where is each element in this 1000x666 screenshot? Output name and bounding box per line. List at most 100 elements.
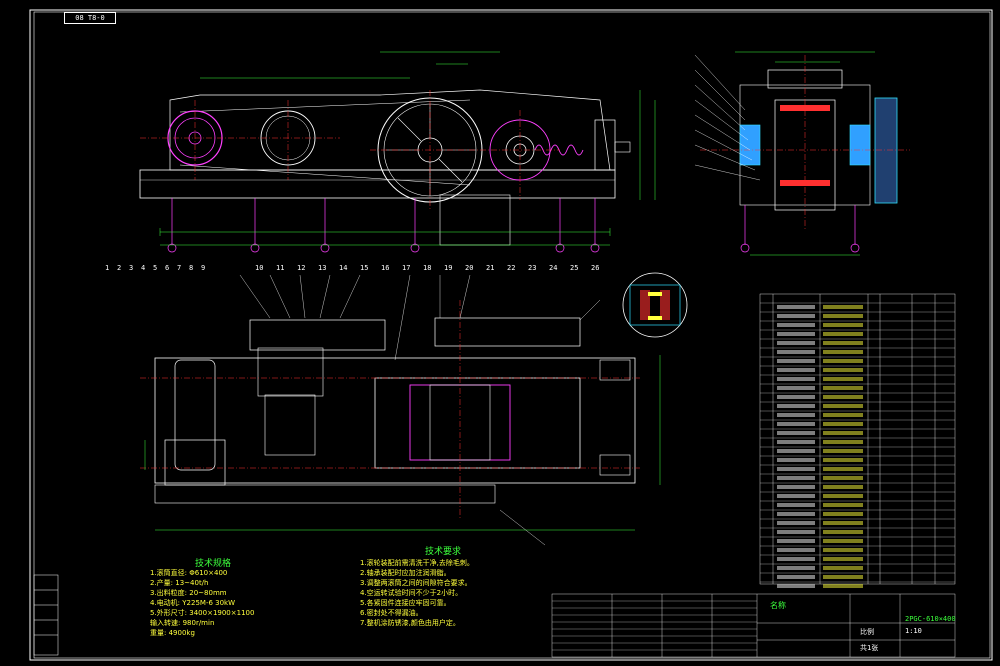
tech_spec_lines-line: 4.电动机: Y225M-6 30kW [150, 599, 236, 607]
parts-row-text [777, 404, 815, 408]
parts-row-name [823, 350, 863, 354]
parts-row-text [777, 341, 815, 345]
parts-row-text [777, 449, 815, 453]
part-number-label: 19 [444, 264, 453, 272]
parts-row-text [777, 314, 815, 318]
tech_spec_lines-line: 输入转速: 980r/min [150, 619, 215, 627]
plan-view [140, 274, 661, 546]
parts-row-text [777, 575, 815, 579]
parts-row-text [777, 485, 815, 489]
inner-border [33, 11, 991, 659]
part-number-label: 20 [465, 264, 474, 272]
side-elevation-view [694, 51, 910, 256]
parts-row-name [823, 332, 863, 336]
title-block-scale: 1:10 [905, 627, 922, 635]
part-number-label: 18 [423, 264, 432, 272]
title-block-rows [552, 600, 757, 651]
parts-row-name [823, 431, 863, 435]
parts-row-text [777, 566, 815, 570]
parts-row-name [823, 467, 863, 471]
parts-row-name [823, 521, 863, 525]
parts-row-name [823, 575, 863, 579]
tech_req_lines-line: 1.滚轮装配前需清洗干净,去除毛刺。 [360, 559, 474, 567]
part-number-label: 11 [276, 264, 285, 272]
front-elevation-view [139, 51, 656, 253]
parts-row-name [823, 539, 863, 543]
parts-row-text [777, 440, 815, 444]
parts-row-name [823, 377, 863, 381]
tech_req_lines-line: 4.空运转试验时间不少于2小时。 [360, 589, 463, 597]
part-number-label: 3 [129, 264, 134, 272]
detail-view-circle [622, 272, 688, 338]
parts-row-text [777, 305, 815, 309]
title-block-name: 名称 [770, 601, 786, 610]
title-block-drawing-no: 2PGC-610×400 [905, 615, 956, 623]
tech_spec_lines-line: 3.出料粒度: 20~80mm [150, 589, 227, 597]
parts-row-text [777, 539, 815, 543]
parts-row-text [777, 323, 815, 327]
parts-row-text [777, 476, 815, 480]
parts-row-name [823, 413, 863, 417]
parts-row-name [823, 368, 863, 372]
parts-row-name [823, 530, 863, 534]
parts-row-name [823, 314, 863, 318]
parts-row-text [777, 377, 815, 381]
outer-border [29, 9, 993, 661]
parts-row-name [823, 566, 863, 570]
tech-spec-title: 技术规格 [195, 559, 232, 569]
part-number-label: 16 [381, 264, 390, 272]
part-number-label: 13 [318, 264, 327, 272]
part-number-label: 24 [549, 264, 558, 272]
part-number-label: 8 [189, 264, 194, 272]
parts-row-name [823, 458, 863, 462]
part-number-label: 21 [486, 264, 495, 272]
part-number-label: 10 [255, 264, 264, 272]
tech_spec_lines-line: 重量: 4900kg [150, 629, 195, 637]
parts-row-text [777, 503, 815, 507]
parts-row-name [823, 395, 863, 399]
parts-row-name [823, 494, 863, 498]
parts-row-name [823, 557, 863, 561]
title-block [551, 593, 956, 658]
part-number-label: 17 [402, 264, 411, 272]
part-number-label: 26 [591, 264, 600, 272]
parts-row-name [823, 485, 863, 489]
parts-row-text [777, 557, 815, 561]
tech_spec_lines-line: 2.产量: 13~40t/h [150, 579, 209, 587]
tech_req_lines-line: 7.整机涂防锈漆,颜色由用户定。 [360, 619, 460, 627]
parts-row-name [823, 323, 863, 327]
tech-spec-notes: 1.滚筒直径: Φ610×400 2.产量: 13~40t/h 3.出料粒度: 20… [150, 568, 254, 638]
parts-list-rows [760, 302, 955, 588]
tech_req_lines-line: 6.密封处不得漏油。 [360, 609, 423, 617]
parts-row-text [777, 332, 815, 336]
parts-row-name [823, 422, 863, 426]
part-number-label: 7 [177, 264, 182, 272]
part-number-label: 1 [105, 264, 110, 272]
parts-row-name [823, 386, 863, 390]
parts-row-text [777, 386, 815, 390]
parts-row-name [823, 503, 863, 507]
part-number-label: 25 [570, 264, 579, 272]
parts-row-text [777, 458, 815, 462]
parts-row-text [777, 350, 815, 354]
part-number-label: 14 [339, 264, 348, 272]
parts-row-text [777, 521, 815, 525]
parts-row-text [777, 368, 815, 372]
parts-row-text [777, 422, 815, 426]
part-number-label: 4 [141, 264, 146, 272]
parts-row-text [777, 512, 815, 516]
parts-row-text [777, 431, 815, 435]
tech_req_lines-line: 5.各紧固件连接应牢固可靠。 [360, 599, 451, 607]
parts-row-text [777, 467, 815, 471]
parts-row-text [777, 413, 815, 417]
parts-row-text [777, 494, 815, 498]
corner-tag: 08 T8-0 [64, 12, 116, 24]
part-number-label: 23 [528, 264, 537, 272]
title-block-scale-label: 比例 [860, 628, 874, 636]
tech_spec_lines-line: 5.外形尺寸: 3400×1900×1100 [150, 609, 255, 617]
part-number-label: 22 [507, 264, 516, 272]
parts-row-name [823, 476, 863, 480]
tech_spec_lines-line: 1.滚筒直径: Φ610×400 [150, 569, 228, 577]
parts-row-name [823, 548, 863, 552]
